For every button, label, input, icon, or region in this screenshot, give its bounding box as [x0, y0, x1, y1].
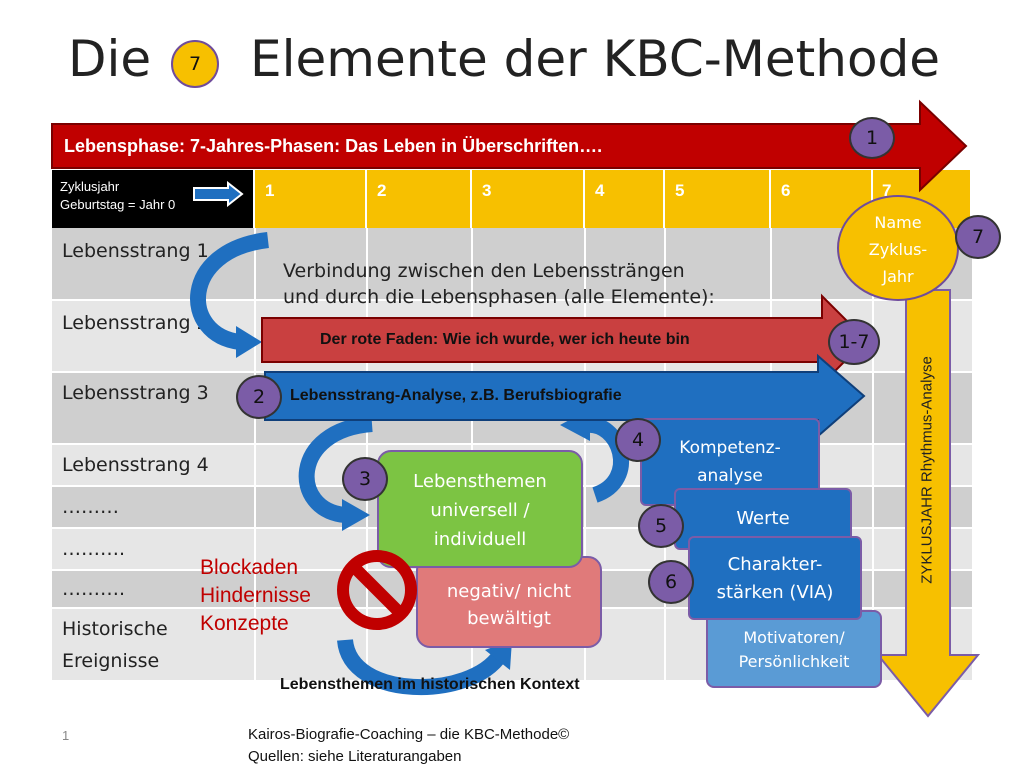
historical-context-label: Lebensthemen im historischen Kontext [280, 676, 580, 693]
row-label-8: Historische [62, 618, 168, 640]
connection-line2: und durch die Lebensphasen (alle Element… [283, 286, 715, 308]
row-label-5: ……… [62, 496, 119, 518]
year-header-3: 3 [482, 181, 492, 200]
header-line2: Geburtstag = Jahr 0 [60, 197, 176, 212]
header-row [52, 170, 972, 228]
red-thread-label: Der rote Faden: Wie ich wurde, wer ich h… [320, 331, 690, 348]
strengths-box: Charakter- stärken (VIA) [688, 536, 862, 620]
name-cycle-line3: Jahr [882, 267, 914, 286]
negative-line2: bewältigt [467, 608, 551, 629]
life-themes-line1: Lebensthemen [413, 471, 547, 492]
life-themes-box: Lebensthemen universell / individuell [377, 450, 583, 568]
title-rest: Elemente der KBC-Methode [250, 30, 941, 88]
life-themes-badge: 3 [342, 457, 388, 501]
strand-analysis-badge: 2 [236, 375, 282, 419]
row-label-2: Lebensstrang 2 [62, 312, 209, 334]
year-header-1: 1 [265, 181, 275, 200]
row-label-7: ………. [62, 578, 126, 600]
competence-badge: 4 [615, 418, 661, 462]
red-thread-badge: 1-7 [828, 319, 880, 365]
footer-line2: Quellen: siehe Literaturangaben [248, 748, 462, 765]
phase-badge: 1 [849, 117, 895, 159]
blockades-line2: Hindernisse [200, 584, 311, 607]
row-label-4: Lebensstrang 4 [62, 454, 209, 476]
year-header-4: 4 [595, 181, 605, 200]
year-header-6: 6 [781, 181, 791, 200]
negative-box: negativ/ nicht bewältigt [416, 556, 602, 648]
year-header-5: 5 [675, 181, 685, 200]
strand-analysis-label: Lebensstrang-Analyse, z.B. Berufsbiograf… [290, 387, 622, 404]
life-themes-line2: universell / [430, 500, 530, 521]
page-number: 1 [62, 728, 70, 743]
strengths-line2: stärken (VIA) [716, 582, 834, 603]
footer-line1: Kairos-Biografie-Coaching – die KBC-Meth… [248, 726, 570, 743]
competence-line1: Kompetenz- [679, 438, 781, 458]
row-label-1: Lebensstrang 1 [62, 240, 209, 262]
name-cycle-ellipse: Name Zyklus- Jahr [837, 195, 959, 301]
competence-line2: analyse [697, 466, 763, 486]
phase-arrow-label: Lebensphase: 7-Jahres-Phasen: Das Leben … [64, 136, 603, 156]
row-label-3: Lebensstrang 3 [62, 382, 209, 404]
footer-text: Kairos-Biografie-Coaching – die KBC-Meth… [248, 724, 569, 768]
blockades-text: Blockaden Hindernisse Konzepte [200, 554, 311, 638]
strengths-badge: 6 [648, 560, 694, 604]
title-badge: 7 [171, 40, 219, 88]
motivators-line2: Persönlichkeit [738, 652, 850, 671]
header-arrow-icon [193, 181, 244, 207]
header-line1: Zyklusjahr [60, 179, 120, 194]
name-cycle-line1: Name [874, 213, 922, 232]
year-header-7: 7 [882, 181, 892, 200]
blockades-line3: Konzepte [200, 612, 289, 635]
prohibition-icon [337, 550, 417, 630]
values-badge: 5 [638, 504, 684, 548]
life-themes-line3: individuell [433, 529, 527, 550]
name-cycle-badge: 7 [955, 215, 1001, 259]
connection-line1: Verbindung zwischen den Lebenssträngen [283, 260, 685, 282]
motivators-box: Motivatoren/ Persönlichkeit [706, 610, 882, 688]
name-cycle-line2: Zyklus- [868, 240, 928, 259]
year-header-2: 2 [377, 181, 387, 200]
motivators-line1: Motivatoren/ [743, 628, 845, 647]
negative-line1: negativ/ nicht [446, 581, 572, 602]
header-zyklusjahr: Zyklusjahr Geburtstag = Jahr 0 [60, 178, 175, 214]
row-label-9: Ereignisse [62, 650, 160, 672]
connection-text: Verbindung zwischen den Lebenssträngen u… [283, 258, 715, 310]
blockades-line1: Blockaden [200, 556, 299, 579]
strengths-line1: Charakter- [727, 554, 823, 575]
title-die: Die [68, 30, 152, 88]
row-label-6: ………. [62, 538, 126, 560]
